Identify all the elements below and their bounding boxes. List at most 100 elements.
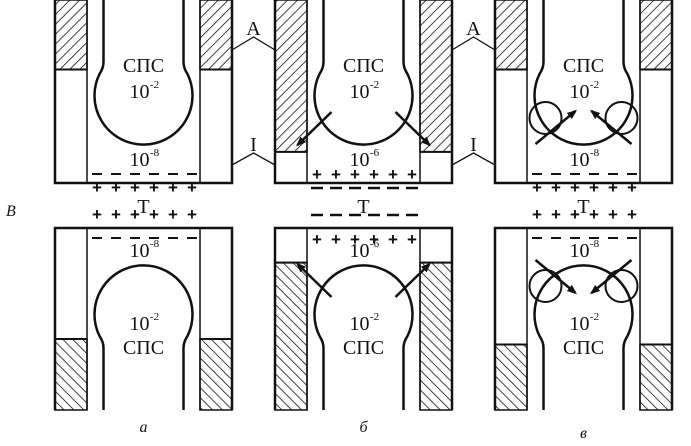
plus-sign: + (627, 178, 637, 197)
panel-caption: а (140, 419, 148, 436)
top-bulb-concentration-exponent: -2 (590, 79, 599, 91)
gap-label-T: T (577, 196, 589, 218)
plus-sign: + (388, 230, 398, 249)
plus-sign: + (589, 178, 599, 197)
top-gap-concentration: 10-8 (570, 147, 600, 171)
callout-leader-lines (451, 36, 496, 51)
vortex-arrow-left (534, 259, 578, 295)
vortex-arrow-right (589, 259, 633, 295)
top-gap-concentration-base: 10 (570, 149, 590, 171)
bottom-bulb-concentration: 10-2 (570, 311, 600, 335)
top-bulb-label: СПС (563, 55, 604, 77)
top-bulb-concentration-exponent: -2 (370, 79, 379, 91)
top-bulb-concentration: 10-2 (130, 79, 160, 103)
plus-sign: + (570, 205, 580, 224)
plus-sign: + (130, 205, 140, 224)
vortex-ring-left (528, 269, 563, 303)
top-bulb-concentration: 10-2 (350, 79, 380, 103)
callout-label: A (246, 18, 261, 40)
flow-arrow-right (394, 262, 431, 298)
top-gap-concentration-exponent: -8 (590, 147, 600, 159)
plus-sign: + (369, 230, 379, 249)
bottom-gap-concentration-exponent: -8 (590, 238, 600, 250)
bottom-surface-charge-row: ++++++ (312, 230, 417, 249)
bottom-bulb-label: СПС (343, 337, 384, 359)
plus-sign: + (589, 205, 599, 224)
bottom-vortex-arrows (528, 259, 639, 303)
top-right-hatched-layer (199, 0, 233, 71)
plus-sign: + (532, 178, 542, 197)
bottom-outer-frame (53, 226, 234, 410)
plus-sign: + (111, 178, 121, 197)
plus-sign: + (532, 205, 542, 224)
bottom-bulb-concentration: 10-2 (130, 311, 160, 335)
callout-i-ab: I (231, 134, 276, 166)
plus-sign: + (187, 205, 197, 224)
top-gap-concentration: 10-8 (130, 147, 160, 171)
plus-sign: + (388, 165, 398, 184)
top-outer-frame (53, 0, 234, 185)
plus-sign: + (168, 178, 178, 197)
plus-sign: + (149, 205, 159, 224)
plus-sign: + (407, 230, 417, 249)
top-bulb-concentration-base: 10 (130, 81, 150, 103)
plus-sign: + (312, 165, 322, 184)
callout-label: A (466, 18, 481, 40)
panel-caption: в (580, 425, 587, 442)
plus-sign: + (92, 178, 102, 197)
top-gap-concentration-base: 10 (350, 149, 370, 171)
plus-sign: + (551, 205, 561, 224)
plus-sign: + (627, 205, 637, 224)
bottom-capillary-bulb (533, 264, 634, 410)
plus-sign: + (570, 178, 580, 197)
top-surface-charge-row: ++++++ (312, 165, 417, 184)
interelectrode-gap: T++++++++++++ (532, 178, 637, 224)
top-gap-concentration-exponent: -8 (150, 147, 160, 159)
bottom-left-hatched-layer (54, 338, 88, 411)
bottom-outer-frame (273, 226, 454, 410)
plus-sign: + (168, 205, 178, 224)
gap-charge-row-upper: + + + + + + (532, 178, 637, 197)
top-bulb-concentration: 10-2 (570, 79, 600, 103)
plus-sign: + (608, 205, 618, 224)
bottom-gap-concentration: 10-6 (350, 238, 380, 262)
plus-sign: + (608, 178, 618, 197)
top-bulb-label: СПС (343, 55, 384, 77)
bottom-gap-concentration-base: 10 (570, 240, 590, 262)
bottom-bulb-concentration-exponent: -2 (590, 311, 599, 323)
vortex-ring-right (604, 269, 639, 303)
callout-i-bc: I (451, 134, 496, 166)
top-outer-frame (273, 0, 454, 185)
plus-sign: + (369, 165, 379, 184)
bottom-capillary-bulb (93, 264, 194, 410)
gap-charge-row-lower: + + + + + + (532, 205, 637, 224)
callout-a-bc: A (451, 18, 496, 51)
bottom-gap-concentration-base: 10 (350, 240, 370, 262)
bottom-gap-concentration-exponent: -6 (370, 238, 380, 250)
vortex-arrow-left (534, 109, 578, 145)
plus-sign: + (407, 165, 417, 184)
bottom-gap-concentration: 10-8 (130, 238, 160, 262)
plus-sign: + (551, 178, 561, 197)
bottom-bulb-concentration-base: 10 (350, 313, 370, 335)
bottom-bulb-label: СПС (563, 337, 604, 359)
callout-label: I (250, 134, 257, 156)
top-capillary-bulb (93, 0, 194, 146)
plus-sign: + (350, 165, 360, 184)
plus-sign: + (111, 205, 121, 224)
bottom-bulb-label: СПС (123, 337, 164, 359)
top-bulb-concentration-exponent: -2 (150, 79, 159, 91)
bottom-outer-frame (493, 226, 674, 410)
callout-leader-lines (451, 152, 496, 166)
bottom-capillary-bulb (313, 264, 414, 410)
top-right-hatched-layer (419, 0, 453, 153)
plus-sign: + (149, 178, 159, 197)
panel-caption: б (359, 419, 368, 436)
